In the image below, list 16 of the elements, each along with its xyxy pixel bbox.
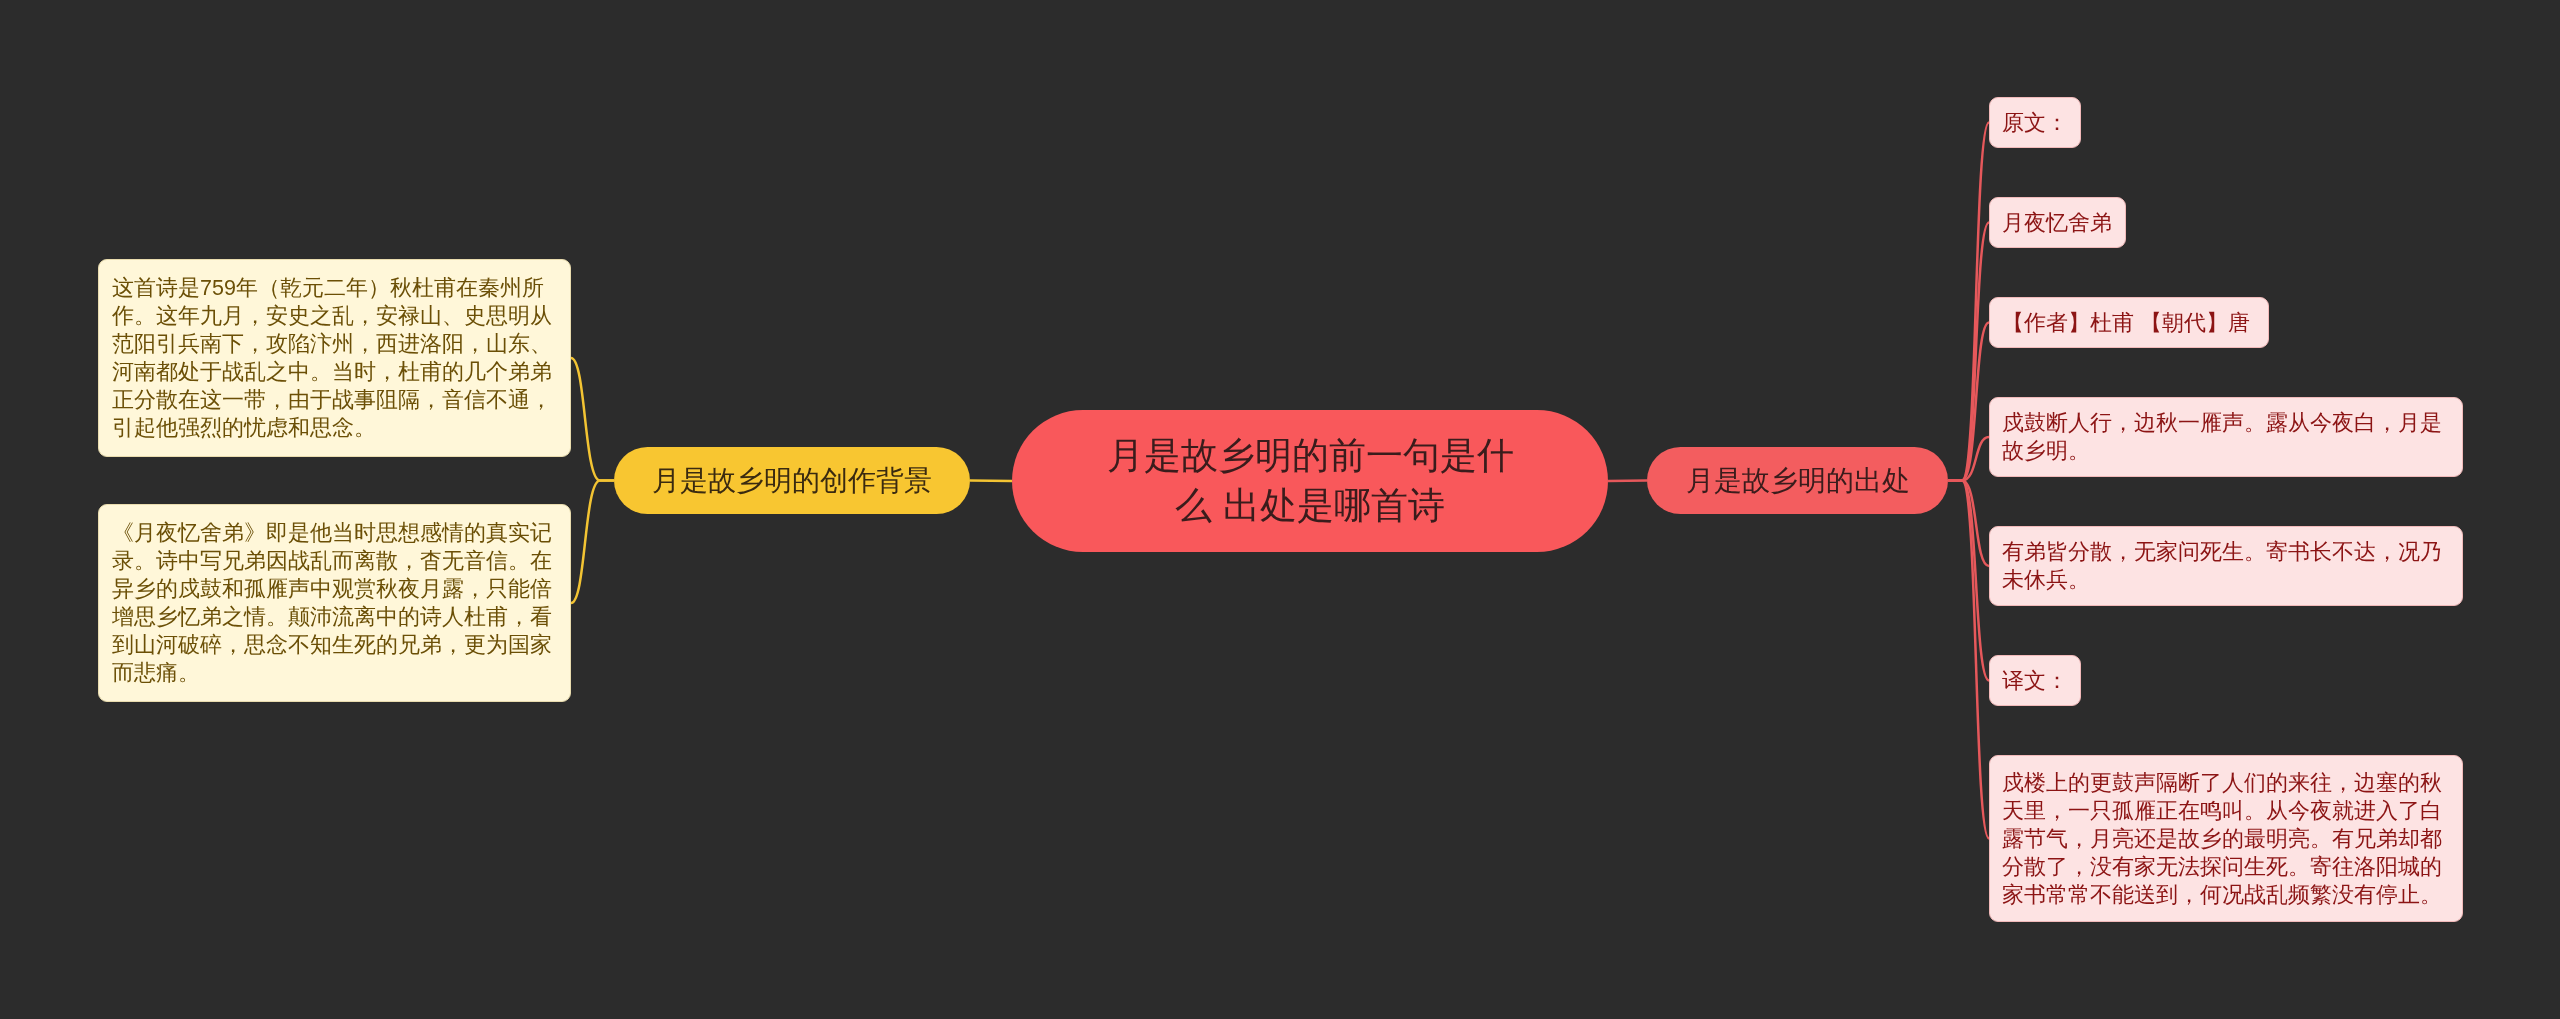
note-box: 这首诗是759年（乾元二年）秋杜甫在秦州所作。这年九月，安史之乱，安禄山、史思明从范阳引兵南下，攻陷汴州，西进洛阳，山东、河南都处于战乱之中。当时，杜甫的几个弟弟正分散在这一带，由于战事阻隔，音信不通，引起他强烈的忧虑和思念。 bbox=[98, 259, 571, 457]
topic-pill: 月是故乡明的前一句是什么 出处是哪首诗 bbox=[1012, 410, 1608, 552]
branch-pill: 月是故乡明的创作背景 bbox=[614, 447, 970, 514]
note-box: 戍鼓断人行，边秋一雁声。露从今夜白，月是故乡明。 bbox=[1989, 397, 2463, 477]
connector-line bbox=[1948, 479, 1991, 840]
note-box: 译文： bbox=[1989, 655, 2081, 706]
connector-line bbox=[970, 479, 1012, 483]
note-box: 【作者】杜甫 【朝代】唐 bbox=[1989, 297, 2269, 348]
connector-line bbox=[1608, 479, 1647, 483]
note-box: 戍楼上的更鼓声隔断了人们的来往，边塞的秋天里，一只孤雁正在鸣叫。从今夜就进入了白露节气，月亮还是故乡的最明亮。有兄弟却都分散了，没有家无法探问生死。寄往洛阳城的家书常常不能送到，何况战乱频繁没有停止。 bbox=[1989, 755, 2463, 922]
note-box: 原文： bbox=[1989, 97, 2081, 148]
branch-pill: 月是故乡明的出处 bbox=[1647, 447, 1948, 514]
note-box: 《月夜忆舍弟》即是他当时思想感情的真实记录。诗中写兄弟因战乱而离散，杳无音信。在异乡的戍鼓和孤雁声中观赏秋夜月露，只能倍增思乡忆弟之情。颠沛流离中的诗人杜甫，看到山河破碎，思念不知生死的兄弟，更为国家而悲痛。 bbox=[98, 504, 571, 702]
connector-line bbox=[570, 479, 614, 605]
note-box: 有弟皆分散，无家问死生。寄书长不达，况乃未休兵。 bbox=[1989, 526, 2463, 606]
note-box: 月夜忆舍弟 bbox=[1989, 197, 2126, 248]
